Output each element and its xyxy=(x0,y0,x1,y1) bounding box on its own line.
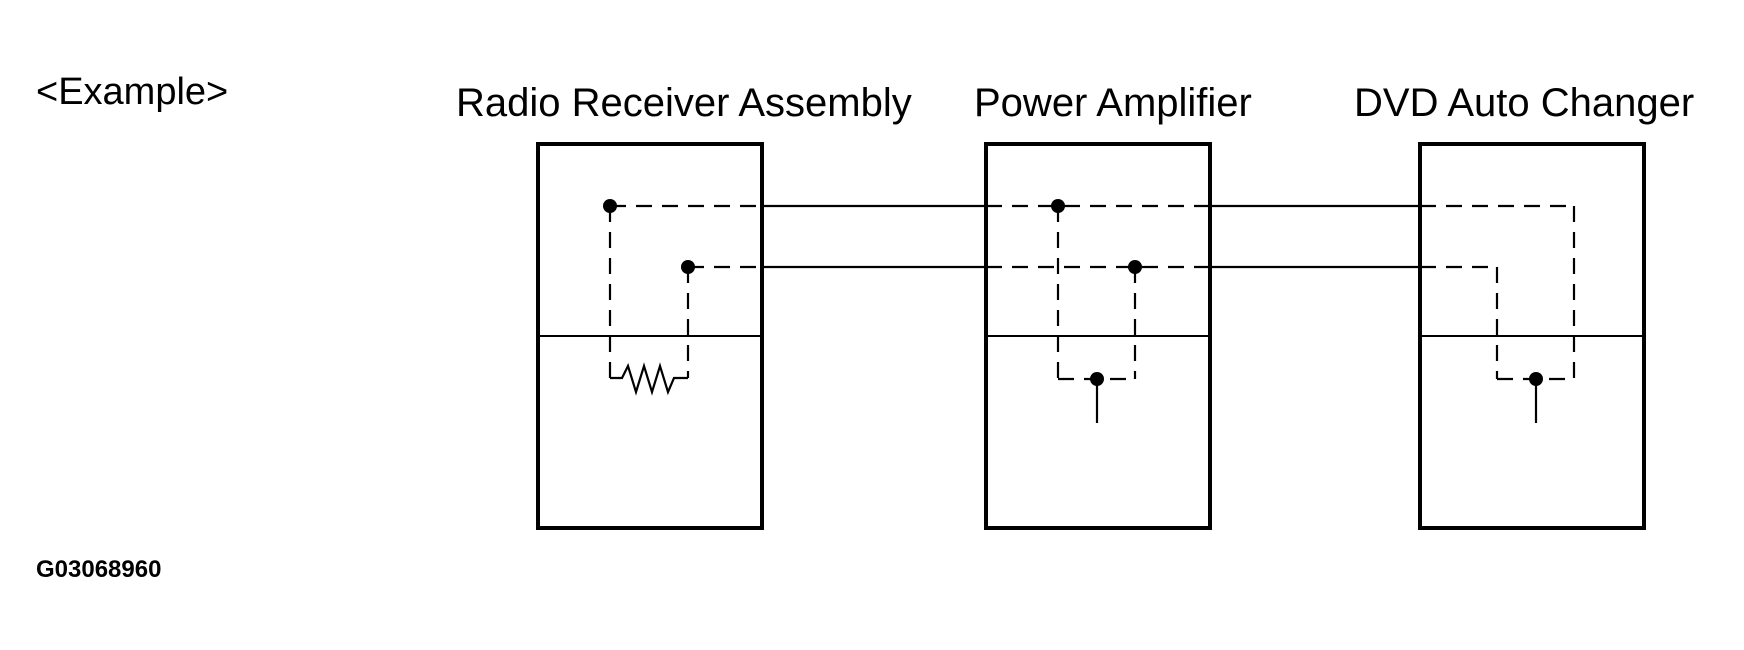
radio-termination-resistor xyxy=(603,199,695,396)
example-label: <Example> xyxy=(36,71,228,113)
power-amplifier-box xyxy=(984,142,1212,530)
amplifier-junction-dot xyxy=(1090,372,1104,386)
figure-code: G03068960 xyxy=(36,556,161,583)
radio-terminal-upper-dot xyxy=(603,199,617,213)
dvd-auto-changer-title: DVD Auto Changer xyxy=(1354,81,1694,125)
dvd-internal-connection xyxy=(1495,206,1576,423)
dvd-junction-dot xyxy=(1529,372,1543,386)
amplifier-internal-connection xyxy=(1051,199,1142,423)
dvd-auto-changer-box xyxy=(1418,142,1646,530)
amplifier-terminal-upper-dot xyxy=(1051,199,1065,213)
radio-terminal-lower-dot xyxy=(681,260,695,274)
radio-receiver-title: Radio Receiver Assembly xyxy=(456,81,912,125)
power-amplifier-title: Power Amplifier xyxy=(974,81,1252,125)
radio-receiver-box xyxy=(536,142,764,530)
amplifier-terminal-lower-dot xyxy=(1128,260,1142,274)
